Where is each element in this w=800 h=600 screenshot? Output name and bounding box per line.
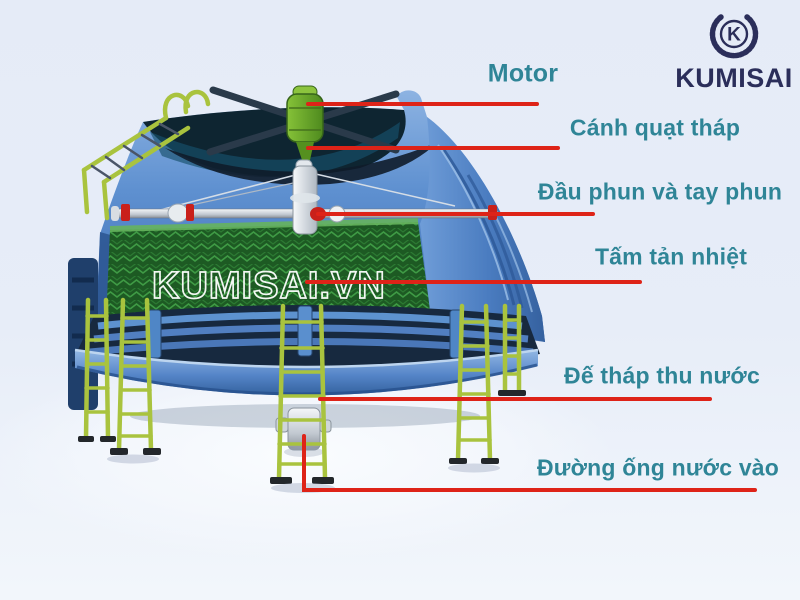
label-motor: Motor bbox=[487, 59, 559, 88]
laurel-wreath-icon: K bbox=[709, 14, 759, 59]
casing-ridges bbox=[420, 117, 545, 342]
fill-media-illustration: KUMISAI.VN bbox=[106, 218, 432, 332]
label-basin: Đế tháp thu nước bbox=[564, 362, 760, 389]
kumisai-logo: K KUMISAI bbox=[668, 6, 800, 94]
front-left-ladder bbox=[107, 297, 161, 464]
gangway-ladder bbox=[81, 89, 211, 221]
left-ladder bbox=[78, 297, 116, 442]
leader-line-inlet bbox=[302, 434, 757, 492]
watermark-text: KUMISAI.VN bbox=[152, 265, 386, 307]
label-spray: Đầu phun và tay phun bbox=[537, 178, 783, 205]
brand-name: KUMISAI bbox=[675, 63, 793, 93]
label-inlet: Đường ống nước vào bbox=[536, 454, 780, 481]
far-right-ladder bbox=[498, 303, 526, 396]
k-monogram: K bbox=[727, 25, 741, 46]
leader-lines bbox=[302, 102, 757, 492]
right-ladder bbox=[448, 303, 500, 473]
label-fan: Cánh quạt tháp bbox=[569, 114, 741, 141]
label-fill: Tấm tản nhiệt bbox=[594, 243, 748, 270]
